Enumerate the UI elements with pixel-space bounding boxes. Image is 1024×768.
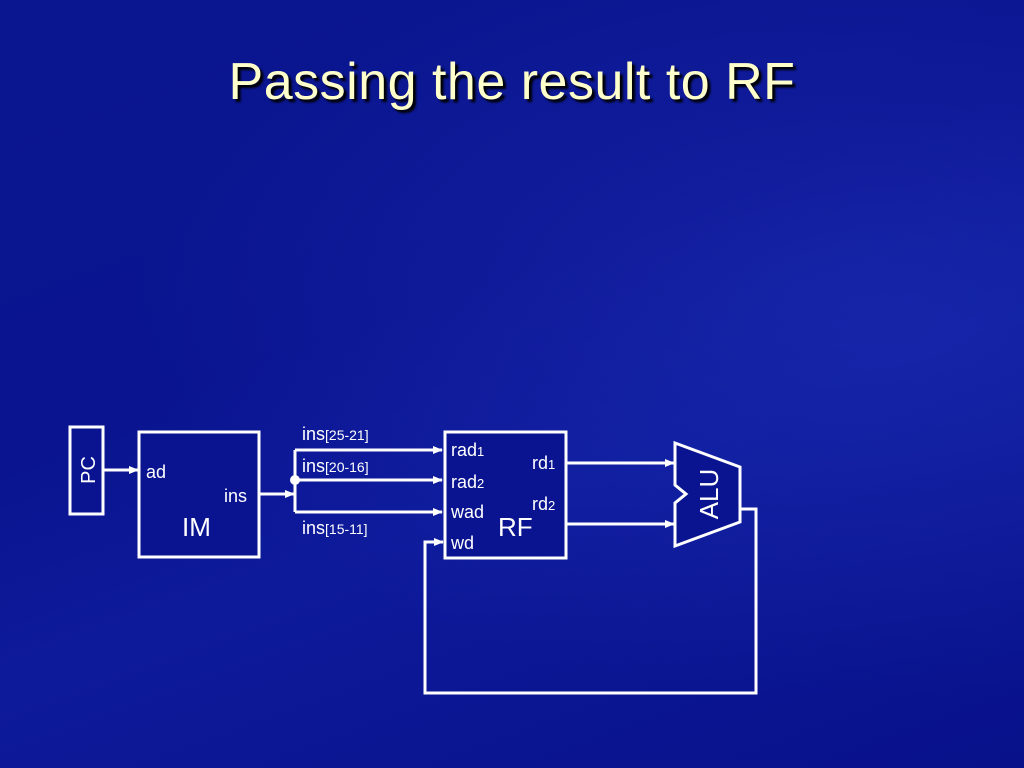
- rf-port-rd2: rd2: [532, 494, 555, 514]
- rf-port-wd: wd: [450, 533, 474, 553]
- rf-block: [443, 430, 568, 560]
- label-ins-25-21: ins[25-21]: [302, 424, 369, 444]
- label-ins-20-16: ins[20-16]: [302, 456, 369, 476]
- alu-label: ALU: [694, 469, 724, 520]
- wire-alu-result-to-wd: [423, 507, 758, 695]
- label-ins-15-11: ins[15-11]: [302, 518, 368, 538]
- im-port-ad: ad: [146, 462, 166, 482]
- rf-port-rad2: rad2: [451, 472, 484, 492]
- slide-title: Passing the result to RF: [228, 53, 796, 111]
- im-port-ins: ins: [224, 486, 247, 506]
- pc-block: [68, 425, 105, 516]
- rf-port-rad1: rad1: [451, 440, 484, 460]
- rf-port-wad: wad: [450, 502, 484, 522]
- rf-port-rd1: rd1: [532, 453, 555, 473]
- rf-label: RF: [498, 512, 533, 542]
- pc-label: PC: [78, 456, 100, 484]
- alu-block: [673, 440, 742, 549]
- im-block: [137, 430, 261, 559]
- im-label: IM: [182, 512, 211, 542]
